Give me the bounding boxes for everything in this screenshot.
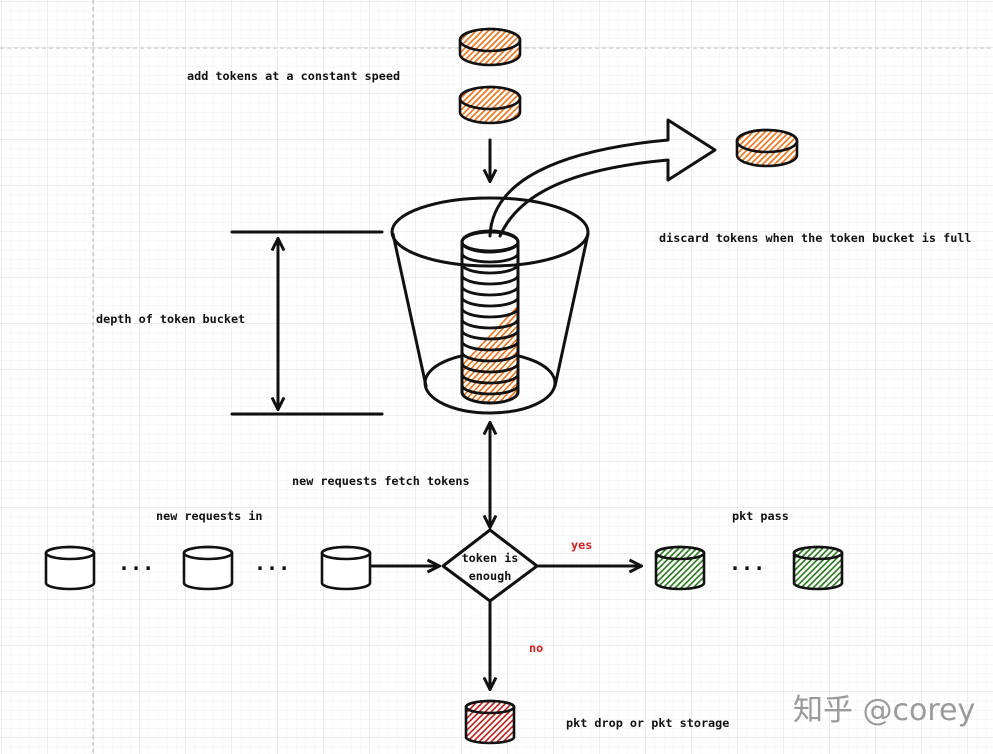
discard-label: discard tokens when the token bucket is … [659, 231, 972, 245]
add-tokens-label: add tokens at a constant speed [187, 69, 400, 83]
decision-text-2: enough [469, 569, 512, 583]
token-coin-2 [458, 85, 522, 125]
depth-label: depth of token bucket [96, 312, 245, 326]
watermark: 知乎 @corey [793, 693, 975, 728]
stacked-token [460, 373, 520, 385]
request-packet-3 [320, 545, 372, 591]
decision-diamond [441, 528, 539, 603]
overflow-arrow [488, 118, 717, 238]
token-bucket [391, 232, 590, 415]
ellipsis-2: ... [254, 551, 290, 575]
bucket-top [390, 196, 590, 268]
request-packet-1 [44, 545, 96, 591]
stacked-token [460, 307, 520, 319]
stacked-token [460, 263, 520, 275]
request-packet-2 [182, 545, 234, 591]
passed-packet-1 [654, 545, 706, 591]
stacked-token [460, 340, 520, 352]
stacked-token [460, 252, 520, 264]
stacked-token [460, 351, 520, 363]
stacked-token [460, 362, 520, 374]
yes-label: yes [571, 538, 592, 552]
fetch-label: new requests fetch tokens [292, 474, 470, 488]
token-coin-1 [458, 27, 522, 67]
token-stack [460, 229, 520, 405]
stacked-token [460, 285, 520, 297]
decision-text-1: token is [462, 551, 519, 565]
requests-in-label: new requests in [156, 509, 263, 523]
stacked-token [460, 318, 520, 330]
stacked-token [460, 274, 520, 286]
stacked-token [460, 296, 520, 308]
pass-label: pkt pass [732, 509, 789, 523]
passed-packet-2 [792, 545, 844, 591]
no-label: no [529, 641, 543, 655]
drop-label: pkt drop or pkt storage [566, 716, 729, 730]
discarded-token-coin [735, 128, 799, 168]
depth-indicator [230, 230, 384, 416]
dropped-packet [464, 699, 516, 745]
ellipsis-1: ... [118, 551, 154, 575]
stacked-token [460, 384, 520, 396]
ellipsis-3: ... [729, 551, 765, 575]
stacked-token [460, 329, 520, 341]
